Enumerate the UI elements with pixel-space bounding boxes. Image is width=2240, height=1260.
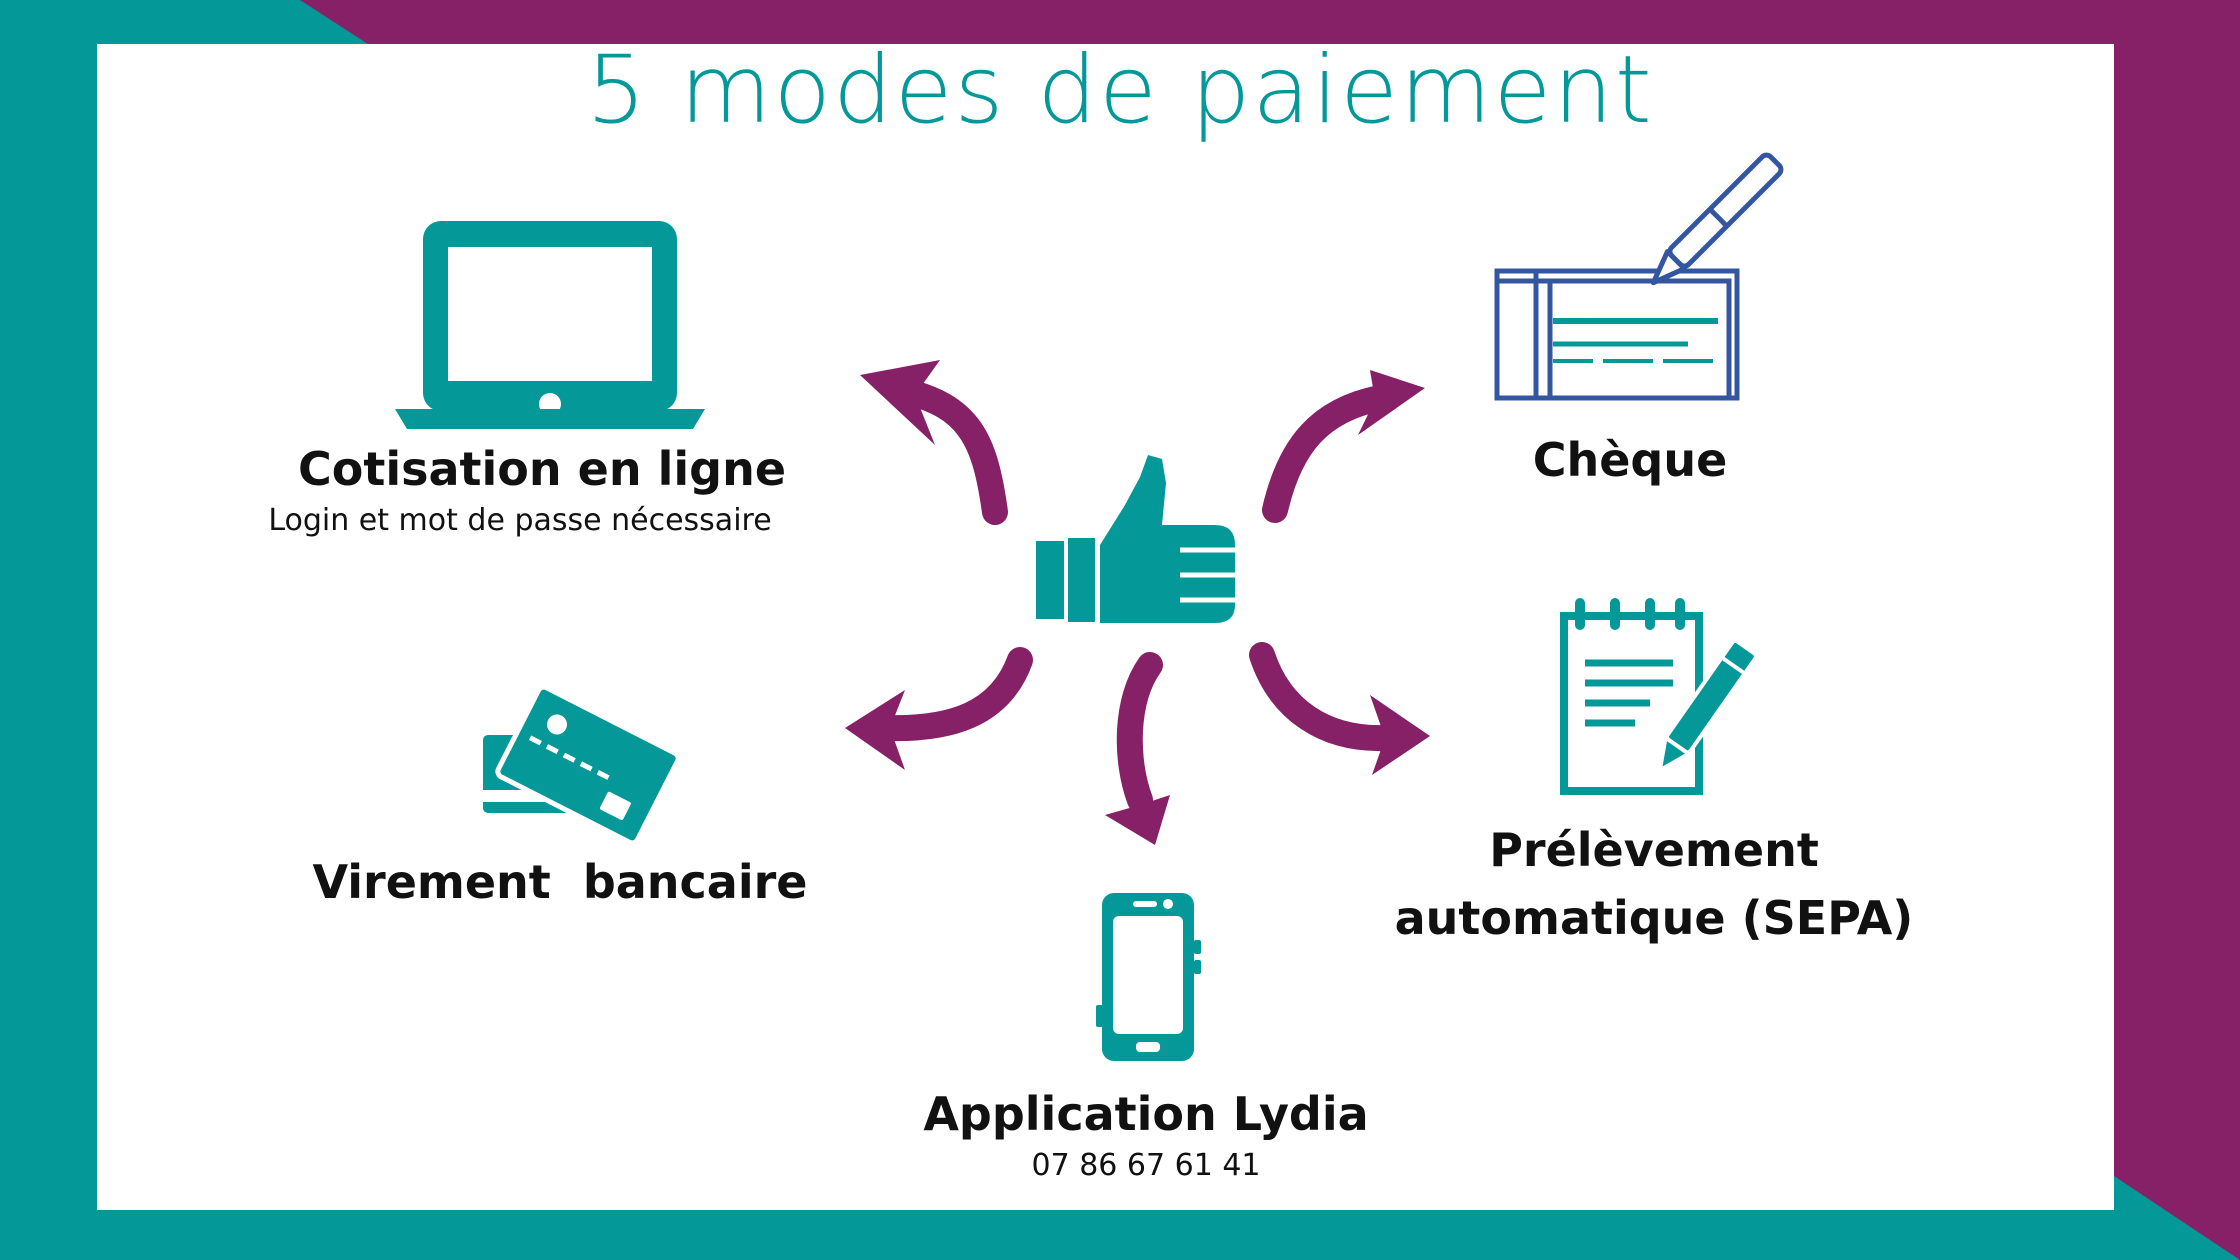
notepad-pencil-icon xyxy=(1560,598,1758,795)
laptop-icon xyxy=(395,221,705,429)
label-bank-transfer: Virement bancaire xyxy=(312,855,808,909)
arrow-to-direct-debit xyxy=(1249,642,1430,775)
label-online-payment: Cotisation en ligne xyxy=(297,442,787,496)
label-lydia-app: Application Lydia xyxy=(923,1087,1369,1141)
thumbs-up-icon xyxy=(1036,455,1236,623)
label-direct-debit-line2: automatique (SEPA) xyxy=(1394,891,1914,945)
page-title: 5 modes de paiement xyxy=(586,36,1654,145)
arrow-to-transfer xyxy=(845,647,1033,770)
note-online-payment: Login et mot de passe nécessaire xyxy=(268,503,772,538)
arrow-to-online xyxy=(860,360,1008,525)
label-cheque: Chèque xyxy=(1532,433,1728,487)
arrow-to-cheque xyxy=(1262,370,1425,523)
bank-cards-icon xyxy=(483,684,681,846)
arrow-to-lydia xyxy=(1105,652,1170,845)
smartphone-icon xyxy=(1096,893,1201,1061)
label-direct-debit: Prélèvement xyxy=(1489,823,1819,877)
note-lydia-phone: 07 86 67 61 41 xyxy=(1031,1148,1261,1183)
cheque-pen-icon xyxy=(1494,152,1784,401)
